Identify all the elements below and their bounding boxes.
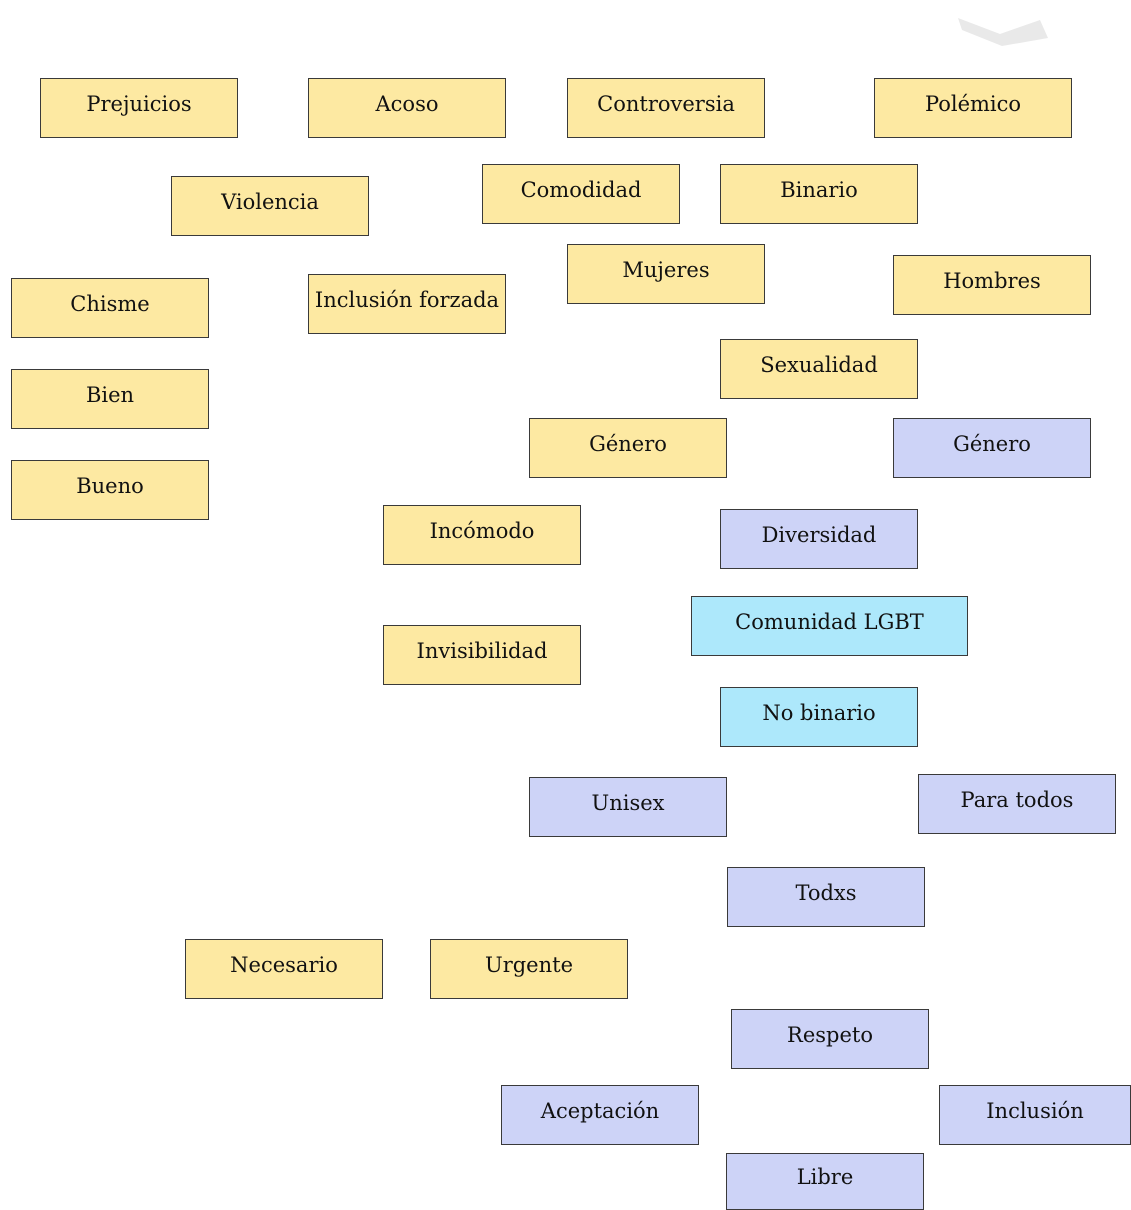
note-no-binario[interactable]: No binario [720, 687, 918, 747]
corner-decoration-icon [958, 18, 1048, 46]
note-libre[interactable]: Libre [726, 1153, 924, 1210]
note-para-todos[interactable]: Para todos [918, 774, 1116, 834]
note-diversidad[interactable]: Diversidad [720, 509, 918, 569]
note-genero-lavender[interactable]: Género [893, 418, 1091, 478]
note-comodidad[interactable]: Comodidad [482, 164, 680, 224]
note-inclusion-forzada[interactable]: Inclusión forzada [308, 274, 506, 334]
note-polemico[interactable]: Polémico [874, 78, 1072, 138]
note-genero[interactable]: Género [529, 418, 727, 478]
note-necesario[interactable]: Necesario [185, 939, 383, 999]
note-controversia[interactable]: Controversia [567, 78, 765, 138]
note-acoso[interactable]: Acoso [308, 78, 506, 138]
note-unisex[interactable]: Unisex [529, 777, 727, 837]
note-bien[interactable]: Bien [11, 369, 209, 429]
note-urgente[interactable]: Urgente [430, 939, 628, 999]
note-comunidad-lgbt[interactable]: Comunidad LGBT [691, 596, 968, 656]
note-todxs[interactable]: Todxs [727, 867, 925, 927]
note-bueno[interactable]: Bueno [11, 460, 209, 520]
note-chisme[interactable]: Chisme [11, 278, 209, 338]
note-binario[interactable]: Binario [720, 164, 918, 224]
note-prejuicios[interactable]: Prejuicios [40, 78, 238, 138]
note-aceptacion[interactable]: Aceptación [501, 1085, 699, 1145]
note-sexualidad[interactable]: Sexualidad [720, 339, 918, 399]
note-inclusion[interactable]: Inclusión [939, 1085, 1131, 1145]
note-incomodo[interactable]: Incómodo [383, 505, 581, 565]
note-invisibilidad[interactable]: Invisibilidad [383, 625, 581, 685]
note-violencia[interactable]: Violencia [171, 176, 369, 236]
note-hombres[interactable]: Hombres [893, 255, 1091, 315]
note-respeto[interactable]: Respeto [731, 1009, 929, 1069]
note-mujeres[interactable]: Mujeres [567, 244, 765, 304]
